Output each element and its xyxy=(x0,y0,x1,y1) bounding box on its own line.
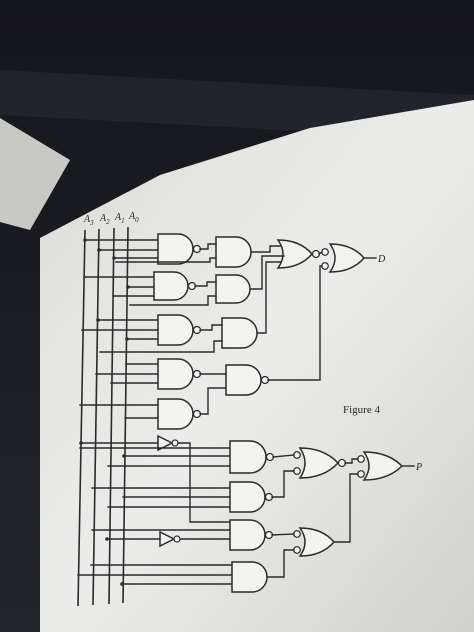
p-gate-4 xyxy=(231,561,268,593)
p-gate-2 xyxy=(229,481,266,513)
input-buses xyxy=(77,226,129,607)
output-p-label: P xyxy=(415,462,422,473)
paper-sheet xyxy=(40,100,474,632)
figure-caption: Figure 4 xyxy=(343,404,380,416)
d-gate-3a xyxy=(157,314,194,346)
d-circuit: D xyxy=(79,233,386,430)
d-or-gate-2 xyxy=(328,243,365,273)
d-gate-5a xyxy=(157,398,194,430)
junction-dots xyxy=(79,238,130,586)
svg-text:A1: A1 xyxy=(114,212,125,225)
d-gate-1b xyxy=(215,236,252,268)
d-gate-2b xyxy=(215,274,251,304)
p-gate-1 xyxy=(229,440,267,474)
d-input-wires xyxy=(79,239,159,419)
svg-text:A2: A2 xyxy=(99,213,110,226)
d-gate-4b xyxy=(225,364,262,396)
d-or-gate-1 xyxy=(276,239,313,269)
p-or-gate-2 xyxy=(298,527,335,557)
svg-text:A3: A3 xyxy=(83,214,94,227)
left-paper-corner xyxy=(0,118,70,230)
d-gate-1a xyxy=(157,233,194,265)
p-inverter-1 xyxy=(157,434,174,452)
p-gate-3 xyxy=(229,519,266,551)
input-labels: A3 A2 A1 A0 xyxy=(83,211,139,227)
d-gate-2a xyxy=(153,271,189,301)
p-circuit: P xyxy=(77,434,422,593)
p-or-gate-final xyxy=(362,451,404,481)
d-gate-4a xyxy=(157,358,194,390)
p-or-gate-1 xyxy=(298,447,340,479)
d-gate-3b xyxy=(221,317,258,349)
p-inverter-2 xyxy=(159,530,176,548)
svg-text:A0: A0 xyxy=(128,211,139,224)
output-d-label: D xyxy=(377,254,386,265)
